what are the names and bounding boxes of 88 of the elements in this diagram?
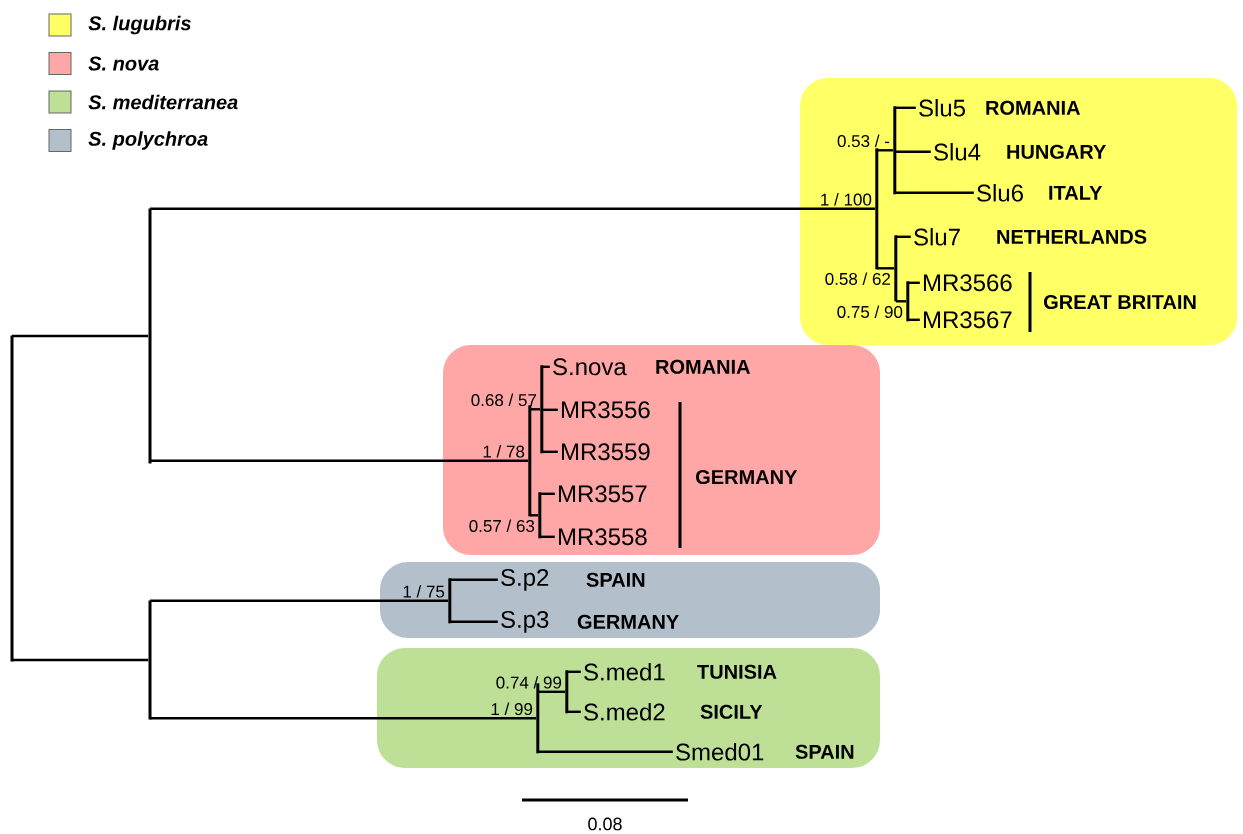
clade-band [443,345,880,555]
tree-branch [895,235,911,238]
tree-branch [894,191,974,194]
tree-branch [449,620,498,623]
support-value: 0.75 / 90 [837,305,903,318]
taxon-label: Slu4 [934,143,981,161]
tree-branch [150,599,449,602]
taxon-label: S.med1 [584,663,665,681]
country-label: SICILY [700,704,763,719]
taxon-label: Slu6 [977,184,1023,202]
tree-node-bar [565,670,569,714]
clade-band [800,78,1237,345]
tree-branch [12,334,149,338]
tree-branch [894,150,931,153]
support-value: 0.58 / 62 [825,272,891,285]
tree-branch [150,459,529,462]
taxon-label: MR3566 [924,274,1012,292]
tree-branch [12,658,149,662]
country-label: SPAIN [586,572,645,587]
taxon-label: Slu7 [914,228,960,246]
legend-label: S. polychroa [88,131,208,150]
tree-branch [150,717,537,720]
tree-branch [566,710,581,713]
support-value: 0.53 / - [837,134,890,148]
tree-branch [541,450,558,453]
support-value: 1 / 100 [821,193,872,206]
scale-label: 0.08 [588,817,622,831]
support-value: 1 / 78 [483,445,525,458]
tree-branch [150,207,876,210]
tree-node-bar [148,208,152,464]
tree-branch [566,670,581,673]
taxon-label: S.p2 [501,568,549,591]
tree-node-bar [148,600,152,720]
tree-node-bar [528,405,532,517]
taxon-label: MR3556 [562,401,650,419]
country-label: GREAT BRITAIN [1044,294,1196,310]
country-label: TUNISIA [697,664,777,679]
support-value: 1 / 75 [403,585,445,598]
country-label: GERMANY [577,614,679,629]
tree-branch [539,492,555,495]
tree-node-bar [875,148,879,270]
country-label: HUNGARY [1007,144,1107,159]
taxon-label: MR3567 [924,311,1012,329]
support-value: 0.57 / 63 [469,519,535,532]
tree-node-bar [10,335,14,662]
tree-node-bar [448,578,452,624]
tree-branch [895,300,907,303]
country-label: SPAIN [795,744,854,759]
tree-branch [537,690,566,693]
country-label: GERMANY [696,469,798,485]
country-label: ROMANIA [656,359,750,374]
tree-branch [539,535,555,538]
country-label: ITALY [1049,185,1103,200]
country-label: NETHERLANDS [997,229,1147,244]
tree-branch [876,267,895,270]
clade-band [377,648,880,768]
tree-branch [876,149,894,152]
tree-branch [529,514,539,517]
tree-node-bar [906,281,910,322]
tree-branch [907,281,920,284]
taxon-label: MR3558 [559,528,647,546]
tree-node-bar [538,492,542,539]
tree-branch [537,750,673,753]
tree-branch [541,408,558,411]
tree-branch [541,365,550,368]
tree-node-bar [536,683,540,754]
legend-label: S. nova [88,56,159,71]
tree-node-bar [893,106,897,195]
taxon-label: MR3557 [559,485,647,503]
country-label: ROMANIA [986,100,1080,115]
support-value: 0.68 / 57 [471,393,537,407]
tree-branch [907,318,920,321]
support-value: 1 / 99 [491,702,533,716]
taxon-label: Slu5 [919,99,966,117]
legend-label: S. lugubris [88,15,191,35]
support-value: 0.74 / 99 [496,676,562,689]
taxon-label: Smed01 [676,743,764,761]
tree-branch [529,408,541,411]
taxon-label: S.nova [553,358,627,376]
taxon-label: MR3559 [562,443,650,461]
taxon-label: S.med2 [584,703,665,721]
taxon-label: S.p3 [501,610,549,633]
tree-branch [894,106,916,109]
tree-branch [449,578,498,581]
tree-node-bar [894,235,898,302]
clade-band [380,562,880,638]
tree-node-bar [540,365,544,454]
legend-label: S. mediterranea [88,94,238,110]
